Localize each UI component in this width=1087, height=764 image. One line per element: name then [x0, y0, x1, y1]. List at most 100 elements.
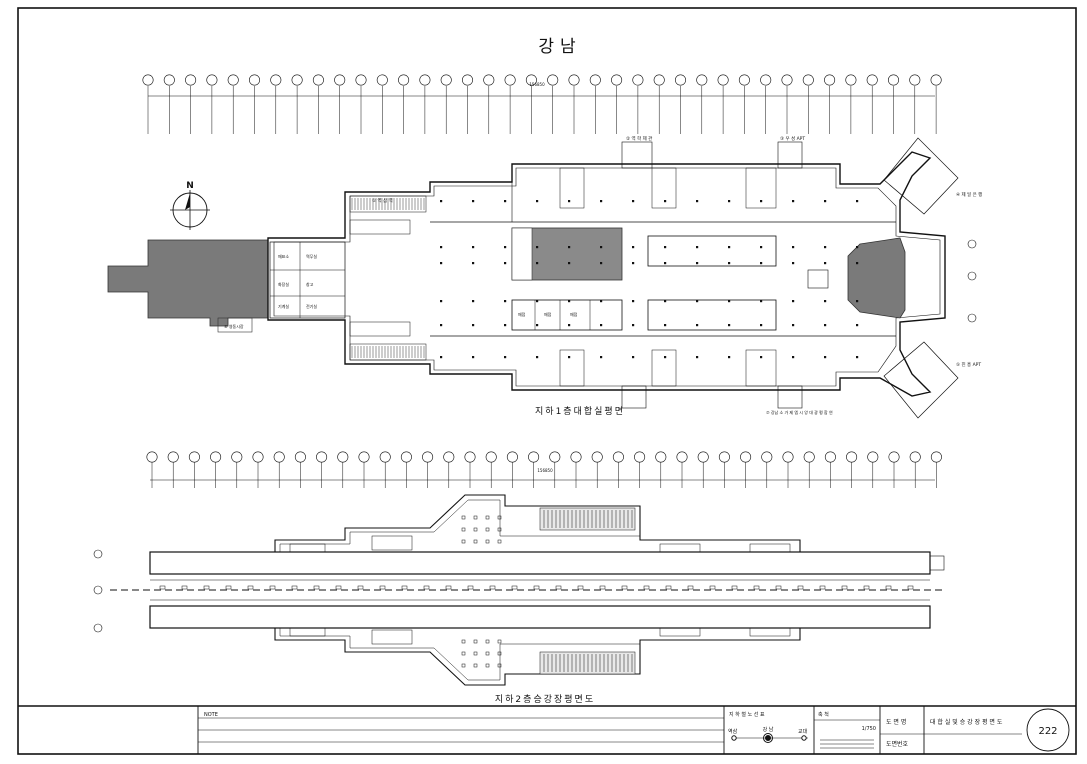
column-dot — [696, 246, 699, 249]
grid-bubble — [824, 74, 836, 86]
column-dot — [632, 246, 635, 249]
column-mark — [819, 585, 826, 590]
column-mark — [379, 585, 386, 590]
column-mark — [577, 585, 584, 590]
column-mark — [555, 585, 562, 590]
grid-bubble — [422, 451, 434, 463]
column-dot — [824, 356, 827, 359]
b1-concourse-plan — [107, 137, 959, 419]
column-dot — [824, 262, 827, 265]
grid-bubble — [781, 74, 793, 86]
column-mark — [497, 639, 502, 644]
column-dot — [728, 300, 731, 303]
column-dot — [504, 324, 507, 327]
column-mark — [497, 515, 502, 520]
grid-bubble — [461, 74, 473, 86]
column-dot — [472, 356, 475, 359]
column-dot — [600, 300, 603, 303]
grid-bubble — [845, 74, 857, 86]
column-dot — [664, 262, 667, 265]
grid-bubble — [291, 74, 303, 86]
drawing-title: 강남 — [538, 37, 581, 57]
grid-bubble — [674, 74, 686, 86]
east-adjacent-structure — [847, 237, 906, 319]
grid-bubble — [270, 74, 282, 86]
grid-bubble — [485, 451, 497, 463]
room-label: 역무실 — [306, 253, 317, 259]
column-dot — [440, 300, 443, 303]
column-dot — [696, 356, 699, 359]
room-label: 전기실 — [306, 303, 317, 309]
sheet-border — [17, 7, 1077, 755]
column-dot — [792, 356, 795, 359]
column-mark — [841, 585, 848, 590]
column-dot — [856, 200, 859, 203]
column-dot — [696, 324, 699, 327]
grid-bubble — [93, 585, 103, 595]
grid-bubble — [398, 74, 410, 86]
column-mark — [473, 663, 478, 668]
grid-bubble — [294, 451, 306, 463]
grid-bubble — [334, 74, 346, 86]
grid-bubble — [210, 451, 222, 463]
column-dot — [568, 356, 571, 359]
column-dot — [760, 246, 763, 249]
column-mark — [485, 663, 490, 668]
grid-bubble — [146, 451, 158, 463]
column-dot — [792, 246, 795, 249]
grid-bubble — [316, 451, 328, 463]
column-dot — [440, 246, 443, 249]
grid-bubble — [504, 74, 516, 86]
column-mark — [621, 585, 628, 590]
column-mark — [907, 585, 914, 590]
column-mark — [643, 585, 650, 590]
column-dot — [536, 324, 539, 327]
grid-bubble — [400, 451, 412, 463]
column-mark — [225, 585, 232, 590]
column-dot — [472, 300, 475, 303]
column-dot — [536, 246, 539, 249]
exit-label-4: ④ 제 일 은 행 — [956, 191, 982, 198]
grid-bubble — [802, 74, 814, 86]
grid-bubble — [591, 451, 603, 463]
grid-bubble — [142, 74, 154, 86]
room-label: 매점 — [518, 311, 526, 317]
grid-bubble — [930, 451, 942, 463]
column-dot — [568, 300, 571, 303]
grid-bubble — [676, 451, 688, 463]
grid-bubble — [568, 74, 580, 86]
grid-bubble — [355, 74, 367, 86]
column-dot — [504, 356, 507, 359]
b2-column-marks — [159, 515, 914, 668]
column-dot — [792, 324, 795, 327]
column-dot — [792, 200, 795, 203]
station-current: 강 남 — [763, 726, 774, 733]
grid-bubble — [464, 451, 476, 463]
column-dot — [856, 300, 859, 303]
grid-bubble — [909, 451, 921, 463]
grid-bubble — [163, 74, 175, 86]
column-dot — [856, 324, 859, 327]
column-mark — [709, 585, 716, 590]
grid-bubble — [655, 451, 667, 463]
column-mark — [885, 585, 892, 590]
column-dot — [536, 262, 539, 265]
b1-grid-axes — [142, 74, 977, 323]
grid-bubble — [337, 451, 349, 463]
grid-bubble — [967, 239, 977, 249]
column-dot — [824, 300, 827, 303]
drawing-name-label: 도 면 명 — [886, 718, 906, 726]
station-prev: 역삼 — [728, 728, 738, 735]
drawing-number-label: 도면번호 — [886, 740, 909, 748]
grid-bubble — [696, 74, 708, 86]
grid-bubble — [549, 451, 561, 463]
column-dot — [440, 200, 443, 203]
north-arrow: N — [170, 181, 210, 230]
column-dot — [632, 200, 635, 203]
column-dot — [792, 262, 795, 265]
grid-bubble — [718, 451, 730, 463]
grid-bubble — [589, 74, 601, 86]
grid-bubble — [93, 549, 103, 559]
column-mark — [461, 651, 466, 656]
